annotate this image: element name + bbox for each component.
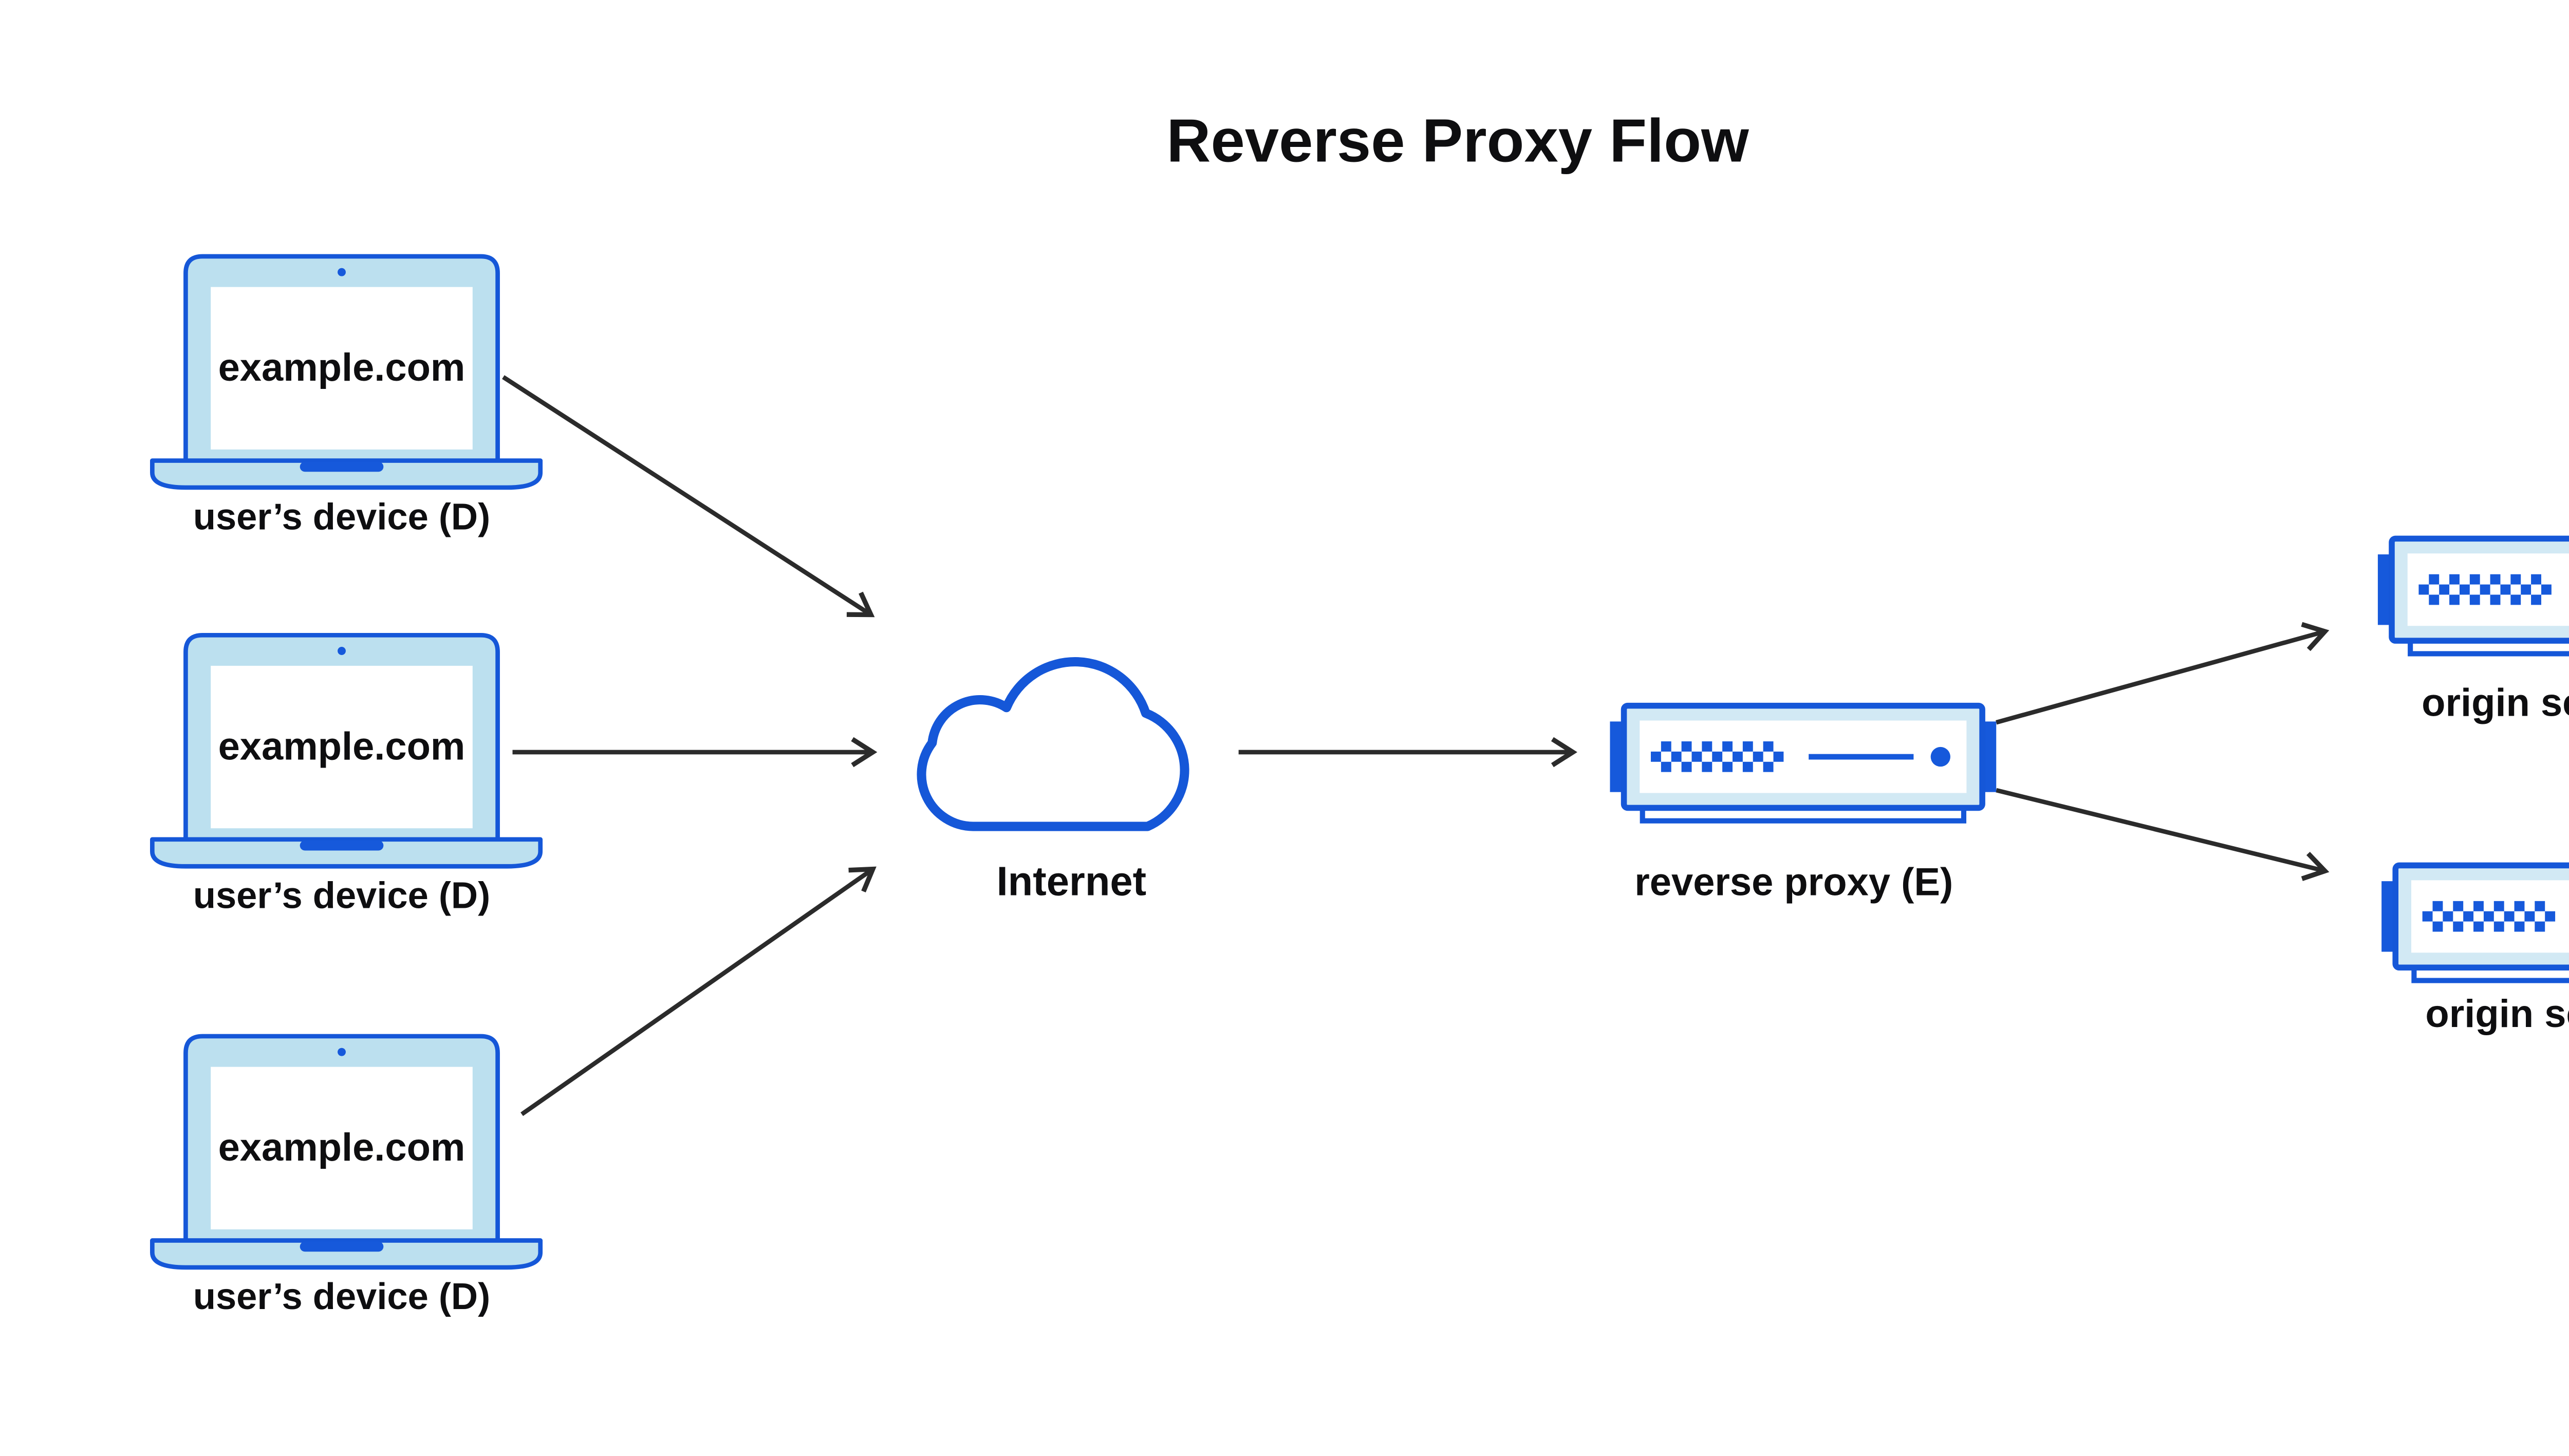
origin-label: origin server (F): [2422, 681, 2569, 725]
server-icon: [2378, 538, 2569, 654]
device-screen-text: example.com: [218, 724, 466, 768]
internet-label: Internet: [997, 858, 1147, 904]
device-label: user’s device (D): [193, 875, 490, 917]
arrow-device3-to-internet: [520, 866, 877, 1116]
node-origin-server-2: origin server (F): [2381, 865, 2569, 1036]
device-screen-text: example.com: [218, 1126, 466, 1169]
arrow-proxy-to-origin2: [1996, 788, 2330, 881]
device-label: user’s device (D): [193, 1276, 490, 1317]
arrow-device1-to-internet: [502, 375, 875, 618]
origin-label: origin server (F): [2425, 992, 2569, 1036]
device-screen-text: example.com: [218, 346, 466, 389]
node-user-device-1: example.com user’s device (D): [152, 256, 540, 537]
proxy-label: reverse proxy (E): [1634, 860, 1953, 904]
server-icon: [1610, 706, 1996, 821]
node-internet: Internet: [917, 657, 1189, 904]
arrow-proxy-to-origin1: [1996, 622, 2330, 725]
device-label: user’s device (D): [193, 496, 490, 537]
node-user-device-3: example.com user’s device (D): [152, 1036, 540, 1317]
server-icon: [2381, 865, 2569, 980]
node-origin-server-1: origin server (F): [2378, 538, 2569, 725]
cloud-icon: [917, 657, 1189, 831]
page-title: Reverse Proxy Flow: [1166, 107, 1749, 175]
node-reverse-proxy: reverse proxy (E): [1610, 706, 1996, 904]
node-user-device-2: example.com user’s device (D): [152, 635, 540, 917]
